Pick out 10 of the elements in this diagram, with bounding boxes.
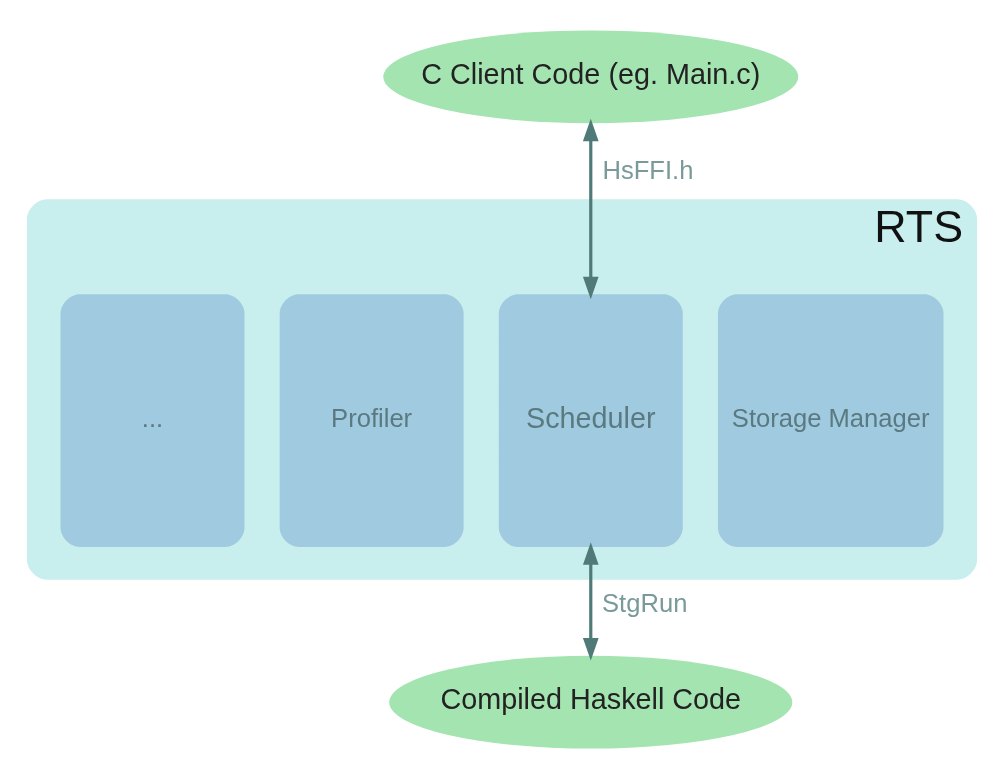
node-box: Storage Manager [717, 294, 944, 548]
edge-label: StgRun [602, 589, 688, 618]
arrow [582, 118, 599, 300]
edge-label: HsFFI.h [602, 155, 694, 184]
node-box: Scheduler [498, 294, 683, 548]
node-ellipse: Compiled Haskell Code [389, 655, 793, 749]
node-box: Profiler [279, 294, 464, 548]
node-ellipse: C Client Code (eg. Main.c) [383, 30, 799, 124]
arrow [582, 542, 599, 661]
node-box: ... [60, 294, 245, 548]
